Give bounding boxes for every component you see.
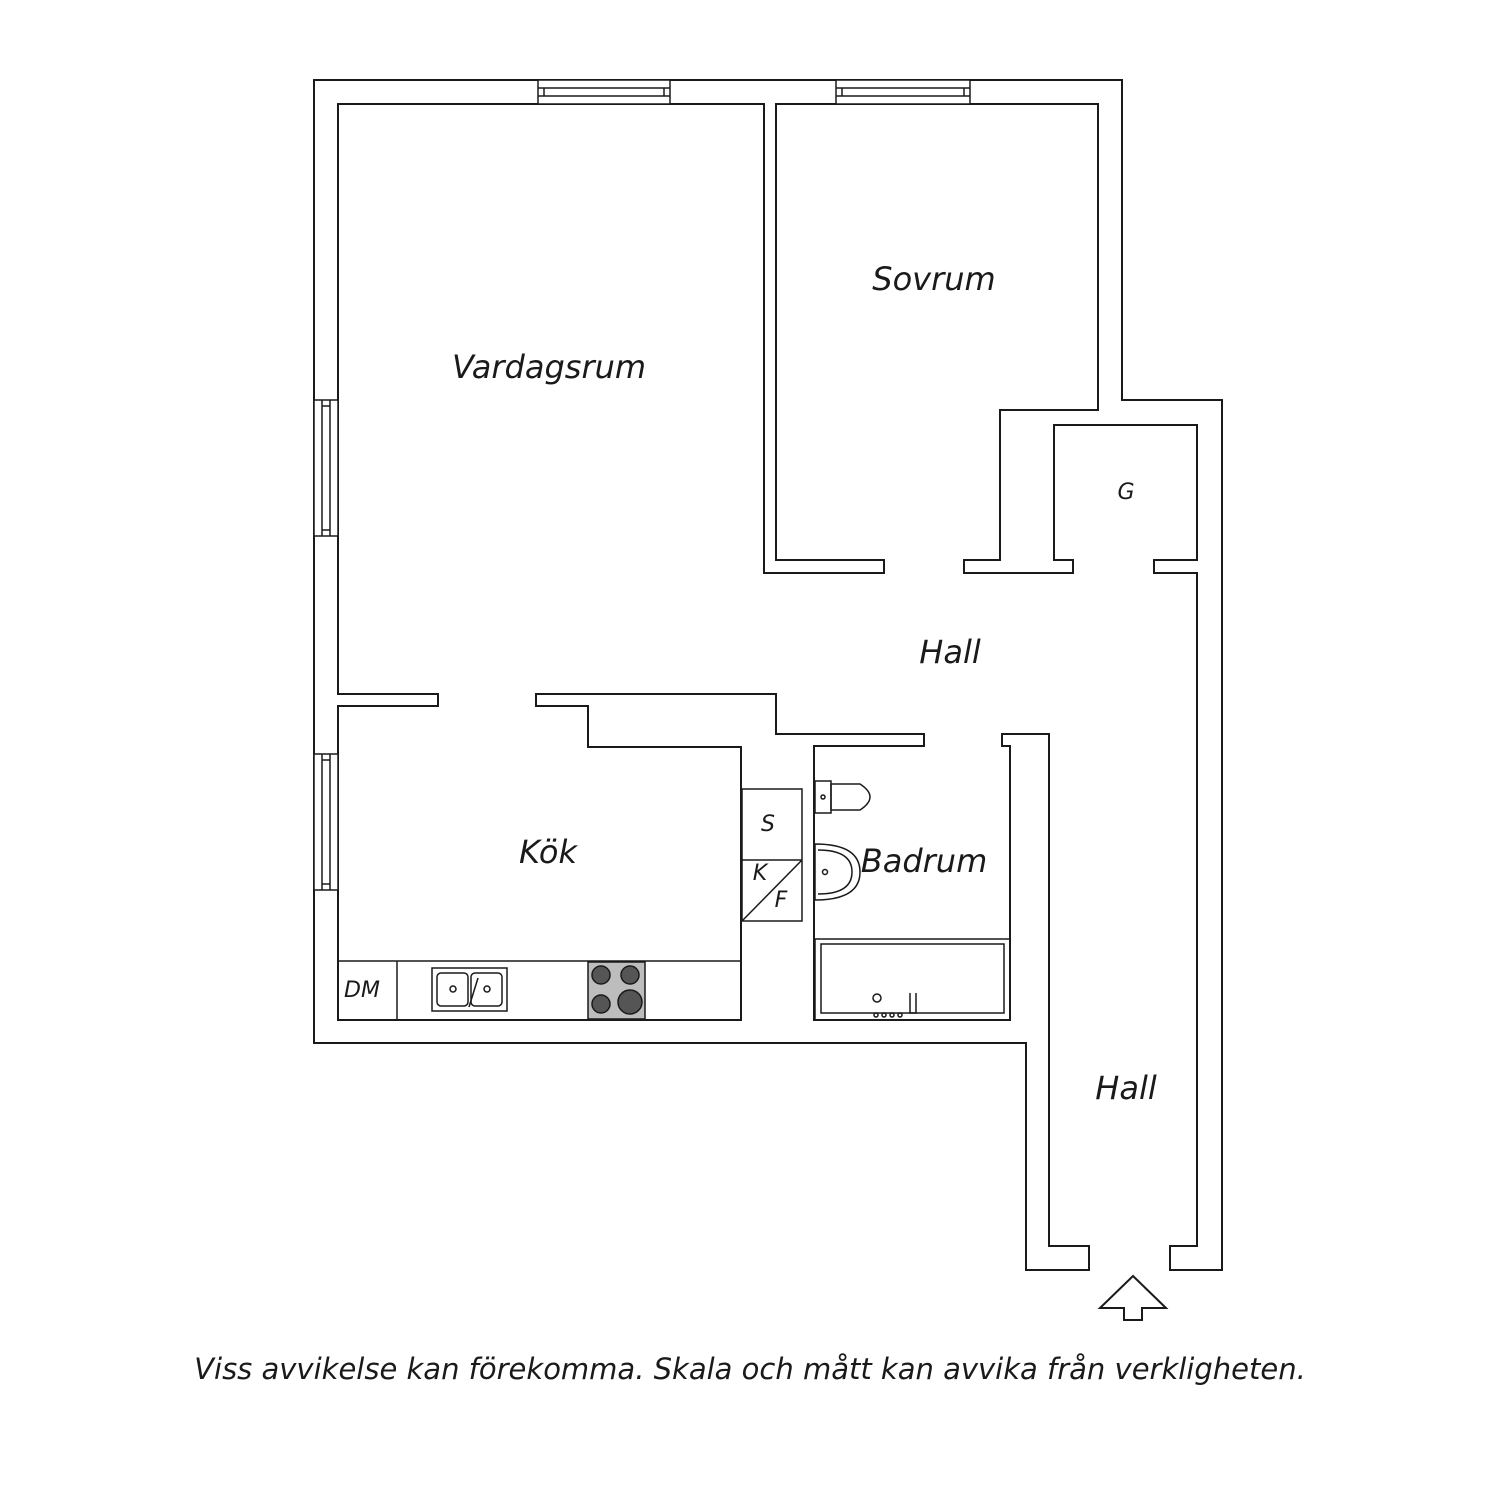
room-label-kok: Kök xyxy=(519,833,578,871)
outer-wall xyxy=(313,79,1223,1271)
room-label-sovrum: Sovrum xyxy=(872,260,995,298)
toilet-icon xyxy=(814,780,871,814)
disclaimer-text: Viss avvikelse kan förekomma. Skala och … xyxy=(194,1352,1306,1386)
dishwasher-label: DM xyxy=(344,978,380,1003)
room-label-hall-upper: Hall xyxy=(919,633,981,671)
freezer-label: F xyxy=(775,888,788,913)
room-label-garderob: G xyxy=(1117,480,1134,505)
kitchen-cabinets: S K F xyxy=(741,788,803,922)
entrance-arrow-icon xyxy=(1097,1274,1169,1321)
bathtub-icon xyxy=(814,938,1011,1021)
room-label-vardagsrum: Vardagsrum xyxy=(452,348,646,386)
washbasin-icon xyxy=(814,843,861,901)
kitchen-counter: DM xyxy=(337,960,742,1021)
stove-icon xyxy=(587,961,646,1020)
cabinet-label: S xyxy=(761,812,775,837)
fridge-label: K xyxy=(753,861,769,886)
sink-icon xyxy=(431,967,508,1012)
window-top-right xyxy=(835,79,971,105)
room-label-hall-lower: Hall xyxy=(1095,1069,1157,1107)
room-label-badrum: Badrum xyxy=(861,842,987,880)
window-left-lower xyxy=(313,753,339,891)
window-top-left xyxy=(537,79,671,105)
window-left-upper xyxy=(313,399,339,537)
